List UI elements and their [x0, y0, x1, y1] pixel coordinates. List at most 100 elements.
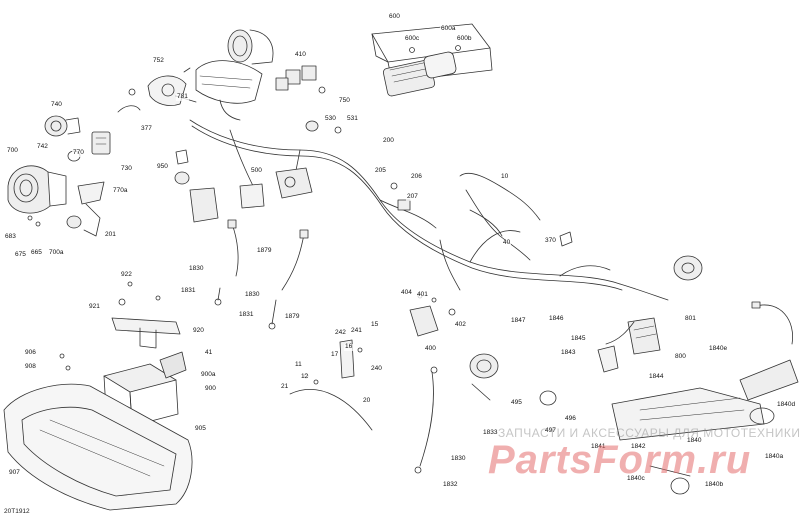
callout-500: 500	[250, 167, 263, 175]
callout-770a: 770a	[112, 187, 129, 195]
callout-15: 15	[370, 321, 380, 329]
main-wire-harness	[189, 119, 669, 301]
callout-241: 241	[350, 327, 363, 335]
callout-401: 401	[416, 291, 429, 299]
callout-11: 11	[294, 361, 303, 369]
callout-770: 770	[72, 149, 85, 157]
callout-1846: 1846	[548, 315, 565, 323]
ignition-coil-400	[409, 293, 456, 337]
callout-1840: 1840	[686, 437, 703, 445]
callout-922: 922	[120, 271, 133, 279]
callout-40: 40	[502, 239, 512, 247]
socket-950	[174, 149, 190, 185]
callout-1845: 1845	[570, 335, 587, 343]
callout-600b: 600b	[456, 35, 473, 43]
callout-905: 905	[194, 425, 207, 433]
callout-1847: 1847	[510, 317, 527, 325]
callout-497: 497	[544, 427, 557, 435]
fuse-box-500	[189, 167, 313, 223]
callout-495: 495	[510, 399, 523, 407]
callout-370: 370	[544, 237, 557, 245]
watermark-logo: PartsForm.ru	[488, 438, 752, 482]
callout-600c: 600c	[404, 35, 421, 43]
callout-700a: 700a	[48, 249, 65, 257]
callout-1830-b: 1830	[244, 291, 261, 299]
bulb-socket-770a	[66, 181, 105, 237]
callout-906: 906	[24, 349, 37, 357]
relay-530	[305, 120, 342, 134]
callout-730: 730	[120, 165, 133, 173]
battery-bracket-920	[111, 281, 181, 349]
fog-lamp-495	[469, 353, 557, 406]
callout-10: 10	[500, 173, 510, 181]
callout-201: 201	[104, 231, 117, 239]
callout-675: 675	[14, 251, 27, 259]
callout-240: 240	[370, 365, 383, 373]
callout-1840d: 1840d	[776, 401, 797, 409]
callout-683: 683	[4, 233, 17, 241]
callout-1840c: 1840c	[626, 475, 646, 483]
callout-20: 20	[362, 397, 372, 405]
callout-1879-a: 1879	[256, 247, 273, 255]
callout-377: 377	[140, 125, 153, 133]
switch-cluster	[67, 88, 141, 162]
callout-404: 404	[400, 289, 413, 297]
handlebar-switch-1844	[597, 321, 635, 373]
callout-1843: 1843	[560, 349, 577, 357]
battery-900	[103, 351, 187, 427]
headlight-upper	[195, 29, 274, 121]
callout-1841: 1841	[590, 443, 607, 451]
callout-908: 908	[24, 363, 37, 371]
callout-1879-b: 1879	[284, 313, 301, 321]
callout-1830-c: 1830	[450, 455, 467, 463]
callout-800: 800	[674, 353, 687, 361]
callout-1840b: 1840b	[704, 481, 725, 489]
callout-900: 900	[204, 385, 217, 393]
callout-496: 496	[564, 415, 577, 423]
callout-17: 17	[330, 351, 340, 359]
light-assembly-1840	[611, 359, 799, 495]
diagram-id: 20T1912	[4, 508, 30, 515]
callout-920: 920	[192, 327, 205, 335]
callout-600a: 600a	[440, 25, 457, 33]
callout-921: 921	[88, 303, 101, 311]
callout-781: 781	[176, 93, 189, 101]
headlight-left	[7, 165, 67, 227]
callout-700: 700	[6, 147, 19, 155]
callout-665: 665	[30, 249, 43, 257]
callout-1832: 1832	[442, 481, 459, 489]
speed-sensor-pair	[214, 219, 309, 330]
callout-242: 242	[334, 329, 347, 337]
callout-950: 950	[156, 163, 169, 171]
callout-1840a: 1840a	[764, 453, 785, 461]
callout-742: 742	[36, 143, 49, 151]
callout-21: 21	[280, 383, 290, 391]
callout-16: 16	[344, 343, 354, 351]
callout-900a: 900a	[200, 371, 217, 379]
callout-41: 41	[204, 349, 214, 357]
callout-12: 12	[300, 373, 310, 381]
callout-907: 907	[8, 469, 21, 477]
relay-set	[275, 65, 326, 94]
callout-410: 410	[294, 51, 307, 59]
lamp-socket-740	[44, 115, 81, 137]
callout-200: 200	[382, 137, 395, 145]
callout-1831-a: 1831	[180, 287, 197, 295]
callout-801: 801	[684, 315, 697, 323]
callout-750: 750	[338, 97, 351, 105]
callout-740: 740	[50, 101, 63, 109]
callout-402: 402	[454, 321, 467, 329]
control-module-800	[627, 255, 703, 355]
callout-531: 531	[346, 115, 359, 123]
callout-1844: 1844	[648, 373, 665, 381]
battery-tray-905	[3, 353, 193, 511]
callout-530: 530	[324, 115, 337, 123]
sub-harness-10-40	[390, 172, 573, 261]
sensor-cable-1832	[414, 366, 438, 474]
callout-1842: 1842	[630, 443, 647, 451]
callout-205: 205	[374, 167, 387, 175]
module-kit-box	[371, 23, 493, 97]
callout-1831-b: 1831	[238, 311, 255, 319]
callout-752: 752	[152, 57, 165, 65]
